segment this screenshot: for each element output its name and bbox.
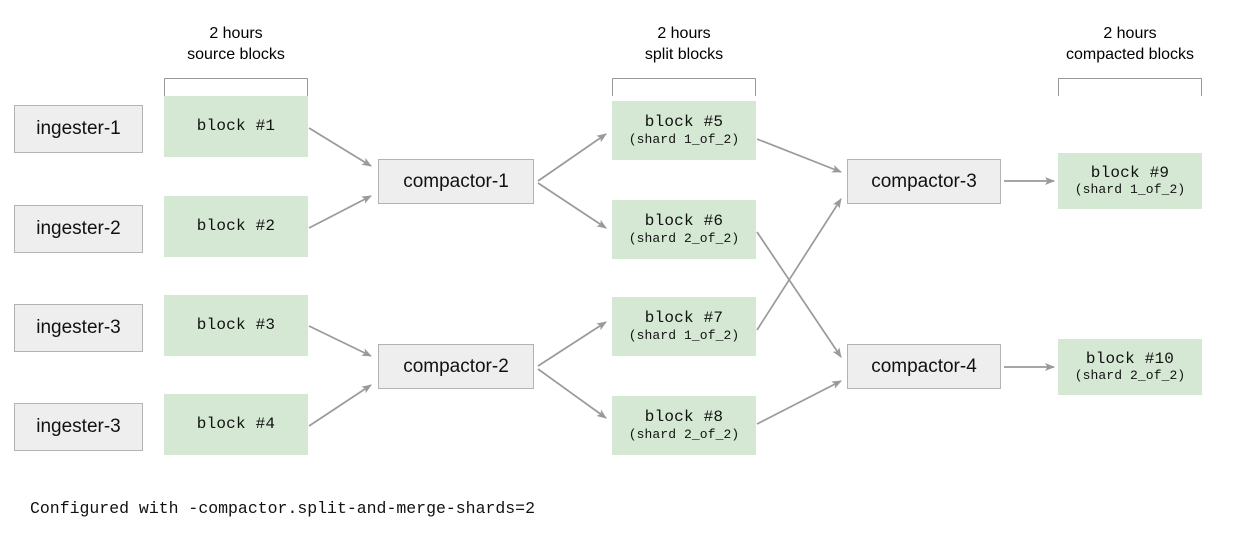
split-block-5-title: block #5 (644, 113, 724, 132)
group-header-compacted-line2: compacted blocks (1065, 45, 1195, 63)
ingester-1-box[interactable]: ingester-1 (14, 105, 143, 153)
split-block-7[interactable]: block #7 (shard 1_of_2) (612, 297, 756, 356)
compactor-2-box[interactable]: compactor-2 (378, 344, 534, 389)
ingester-2-label: ingester-2 (36, 218, 121, 240)
compacted-block-10-title: block #10 (1085, 349, 1175, 368)
source-block-3-title: block #3 (196, 316, 276, 335)
source-block-4[interactable]: block #4 (164, 394, 308, 455)
ingester-3b-box[interactable]: ingester-3 (14, 403, 143, 451)
ingester-3a-label: ingester-3 (36, 317, 121, 339)
arrow-block5-compactor3 (756, 138, 842, 173)
arrow-compactor1-block5 (537, 133, 607, 182)
arrow-block2-compactor1 (308, 195, 372, 229)
compactor-3-box[interactable]: compactor-3 (847, 159, 1001, 204)
arrow-block1-compactor1 (308, 127, 372, 167)
arrow-compactor2-block7 (537, 321, 607, 367)
split-block-7-title: block #7 (644, 309, 724, 328)
configuration-caption: Configured with -compactor.split-and-mer… (30, 499, 535, 518)
group-bracket-split (612, 78, 756, 96)
group-header-source: 2 hours source blocks (164, 24, 308, 66)
arrow-compactor1-block6 (537, 182, 607, 229)
ingester-3a-box[interactable]: ingester-3 (14, 304, 143, 352)
arrow-block3-compactor2 (308, 325, 372, 357)
compacted-block-10[interactable]: block #10 (shard 2_of_2) (1058, 339, 1202, 395)
compactor-3-label: compactor-3 (871, 170, 977, 192)
ingester-3b-label: ingester-3 (36, 416, 121, 438)
group-header-source-line1: 2 hours (209, 25, 263, 42)
arrow-block7-compactor3 (756, 198, 842, 331)
source-block-1[interactable]: block #1 (164, 96, 308, 157)
ingester-1-label: ingester-1 (36, 118, 121, 140)
group-bracket-compacted (1058, 78, 1202, 96)
compacted-block-10-shard: (shard 2_of_2) (1074, 368, 1186, 384)
group-header-split-line1: 2 hours (657, 25, 711, 42)
compactor-4-box[interactable]: compactor-4 (847, 344, 1001, 389)
group-bracket-source (164, 78, 308, 96)
split-block-6[interactable]: block #6 (shard 2_of_2) (612, 200, 756, 259)
split-block-8-shard: (shard 2_of_2) (628, 426, 740, 442)
arrow-compactor2-block8 (537, 368, 607, 419)
arrow-block4-compactor2 (308, 384, 372, 427)
split-block-5-shard: (shard 1_of_2) (628, 131, 740, 147)
arrow-block8-compactor4 (756, 380, 842, 425)
source-block-1-title: block #1 (196, 117, 276, 136)
compacted-block-9-shard: (shard 1_of_2) (1074, 182, 1186, 198)
split-block-8-title: block #8 (644, 408, 724, 427)
split-block-6-title: block #6 (644, 212, 724, 231)
group-header-compacted: 2 hours compacted blocks (1044, 24, 1216, 66)
compactor-4-label: compactor-4 (871, 355, 977, 377)
split-block-7-shard: (shard 1_of_2) (628, 327, 740, 343)
source-block-2[interactable]: block #2 (164, 196, 308, 257)
compactor-1-label: compactor-1 (403, 170, 509, 192)
compactor-1-box[interactable]: compactor-1 (378, 159, 534, 204)
source-block-3[interactable]: block #3 (164, 295, 308, 356)
ingester-2-box[interactable]: ingester-2 (14, 205, 143, 253)
source-block-4-title: block #4 (196, 415, 276, 434)
compacted-block-9[interactable]: block #9 (shard 1_of_2) (1058, 153, 1202, 209)
group-header-source-line2: source blocks (187, 45, 285, 63)
source-block-2-title: block #2 (196, 217, 276, 236)
group-header-split-line2: split blocks (644, 45, 724, 63)
split-block-5[interactable]: block #5 (shard 1_of_2) (612, 101, 756, 160)
compactor-2-label: compactor-2 (403, 355, 509, 377)
compacted-block-9-title: block #9 (1090, 163, 1170, 182)
split-block-8[interactable]: block #8 (shard 2_of_2) (612, 396, 756, 455)
arrow-block6-compactor4 (756, 231, 842, 358)
group-header-compacted-line1: 2 hours (1103, 25, 1157, 42)
split-block-6-shard: (shard 2_of_2) (628, 230, 740, 246)
group-header-split: 2 hours split blocks (612, 24, 756, 66)
